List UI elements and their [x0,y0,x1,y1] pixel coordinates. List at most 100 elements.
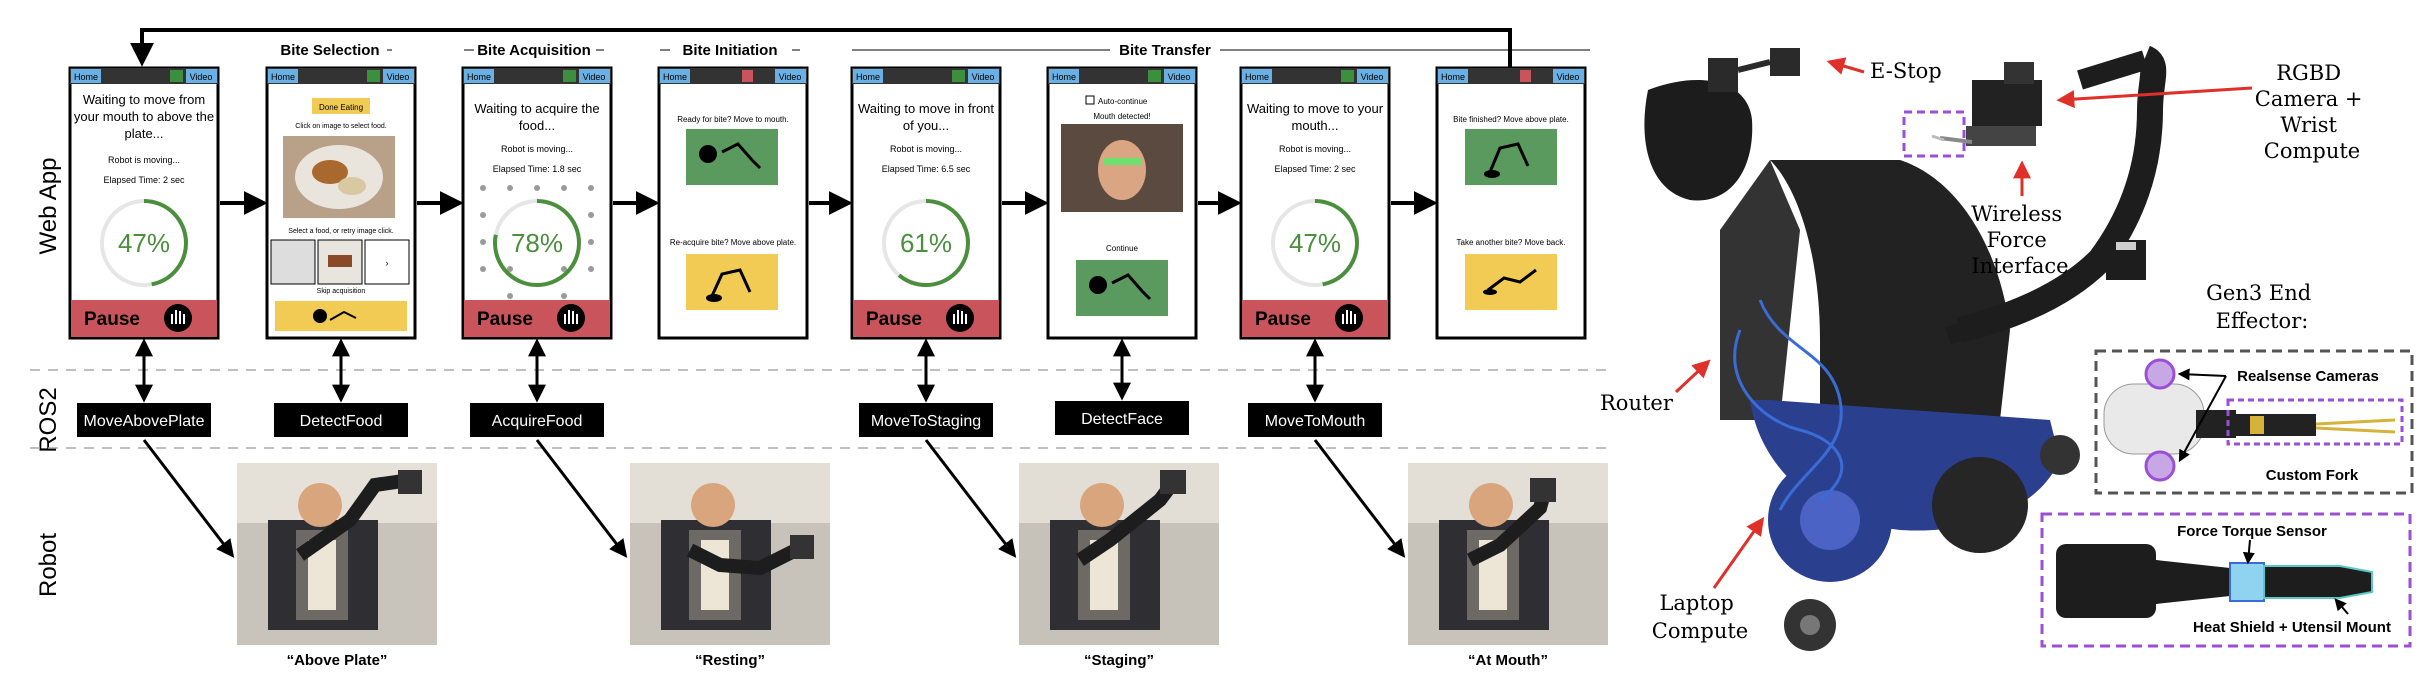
screen-bite-selection: Home Video Done Eating Click on image to… [265,66,417,340]
svg-text:Video: Video [1168,72,1191,82]
svg-text:Bite Transfer: Bite Transfer [1119,42,1211,59]
svg-text:AcquireFood: AcquireFood [492,413,583,430]
caption-above-plate: “Above Plate” [287,652,388,669]
plate-icon [706,294,722,302]
progress-ring [493,199,581,287]
video-button[interactable] [1553,69,1584,83]
svg-text:Elapsed Time: 6.5 sec: Elapsed Time: 6.5 sec [882,164,971,174]
move-back-button[interactable] [1465,254,1557,310]
svg-text:Elapsed Time: 2 sec: Elapsed Time: 2 sec [1274,164,1356,174]
loop-arrow [130,28,1512,68]
svg-text:Robot is moving...: Robot is moving... [1279,144,1351,154]
progress-percent: 78% [511,228,563,258]
pause-button[interactable] [464,300,610,337]
wheelchair-illustration [1644,45,2167,651]
svg-text:Elapsed Time: 2 sec: Elapsed Time: 2 sec [103,175,185,185]
home-button[interactable] [1049,69,1079,83]
row-label-robot: Robot [35,533,62,597]
video-button[interactable] [775,69,806,83]
video-button[interactable] [1357,69,1388,83]
svg-text:Video: Video [387,72,410,82]
svg-text:Re-acquire bite? Move above pl: Re-acquire bite? Move above plate. [670,238,796,247]
robot-arm-icon [1111,273,1152,301]
svg-text:Video: Video [1557,72,1580,82]
svg-text:Home: Home [1052,72,1076,82]
robot-arm-icon [1488,142,1530,173]
svg-text:Continue: Continue [1106,244,1139,253]
svg-text:Home: Home [856,72,880,82]
video-button[interactable] [383,69,414,83]
skip-acquisition-button[interactable] [275,301,407,331]
head-icon [699,145,717,163]
video-button[interactable] [186,69,217,83]
svg-text:MoveAbovePlate: MoveAbovePlate [84,413,205,430]
food-option[interactable] [270,239,316,285]
robot-photo-at-mouth [1408,463,1608,645]
home-button[interactable] [464,69,494,83]
pause-button[interactable] [1242,300,1388,337]
ros-action-move-above-plate: MoveAbovePlate [77,403,211,437]
ros-action-detect-face: DetectFace [1055,401,1189,435]
hand-stop-icon [557,304,585,332]
robot-arm-icon [721,142,762,170]
screen-bite-initiation: Home Video Ready for bite? Move to mouth… [657,66,809,340]
svg-text:Video: Video [779,72,802,82]
ros-action-detect-food: DetectFood [274,403,408,437]
label-heat-shield: Heat Shield + Utensil Mount [2193,619,2391,636]
done-eating-button[interactable] [312,98,370,114]
ros-robot-links [142,439,1406,558]
svg-text:›: › [386,258,389,268]
label-gen3-end-effector: Gen3 End Effector: [2206,281,2318,333]
svg-text:Ready for bite? Move to mouth.: Ready for bite? Move to mouth. [677,115,789,124]
home-button[interactable] [268,69,298,83]
ft-sensor-detail: Force Torque Sensor Heat Shield + Utensi… [2040,512,2412,648]
move-above-plate-button[interactable] [686,254,778,310]
svg-text:Pause: Pause [477,309,533,330]
home-button[interactable] [660,69,690,83]
pause-button[interactable] [71,300,217,337]
svg-text:Bite finished? Move above plat: Bite finished? Move above plate. [1453,115,1569,124]
svg-text:Pause: Pause [866,309,922,330]
progress-ring [882,199,970,287]
label-router: Router [1600,391,1674,415]
video-button[interactable] [1164,69,1195,83]
head-icon [1089,276,1107,294]
pause-button[interactable] [853,300,999,337]
progress-percent: 47% [118,228,170,258]
svg-text:Robot is moving...: Robot is moving... [108,155,180,165]
fork-highlight [1902,110,1966,158]
home-button[interactable] [853,69,883,83]
video-button[interactable] [579,69,610,83]
progress-ring [1271,199,1359,287]
svg-text:Take another bite? Move back.: Take another bite? Move back. [1457,238,1566,247]
video-button[interactable] [968,69,999,83]
auto-continue-checkbox[interactable] [1085,95,1095,105]
estop-button [1770,48,1800,76]
phase-bite-initiation: Bite Initiation [660,38,800,60]
food-option[interactable] [364,239,410,285]
svg-text:MoveToStaging: MoveToStaging [871,413,981,430]
head-icon [313,309,327,323]
screen-detect-face: Home Video Auto-continue Mouth detected!… [1046,66,1198,340]
home-button[interactable] [71,69,101,83]
ros-action-move-to-mouth: MoveToMouth [1248,403,1382,437]
robot-photo-resting [630,463,830,645]
robot-arm-icon [710,268,752,297]
svg-text:Mouth detected!: Mouth detected! [1093,112,1150,121]
home-button[interactable] [1438,69,1468,83]
move-above-plate-button[interactable] [1465,129,1557,185]
label-laptop-compute: Laptop Compute [1652,591,1748,643]
plate-icon [1484,170,1500,178]
svg-text:Home: Home [1245,72,1269,82]
svg-text:DetectFace: DetectFace [1081,411,1163,428]
phase-bite-transfer: Bite Transfer [852,38,1590,60]
caption-at-mouth: “At Mouth” [1468,652,1548,669]
svg-text:Skip acquisition: Skip acquisition [317,288,366,295]
svg-text:Elapsed Time: 1.8 sec: Elapsed Time: 1.8 sec [493,164,582,174]
home-button[interactable] [1242,69,1272,83]
svg-text:Home: Home [271,72,295,82]
svg-text:Bite Initiation: Bite Initiation [683,42,778,59]
wrist-camera [1972,80,2042,126]
